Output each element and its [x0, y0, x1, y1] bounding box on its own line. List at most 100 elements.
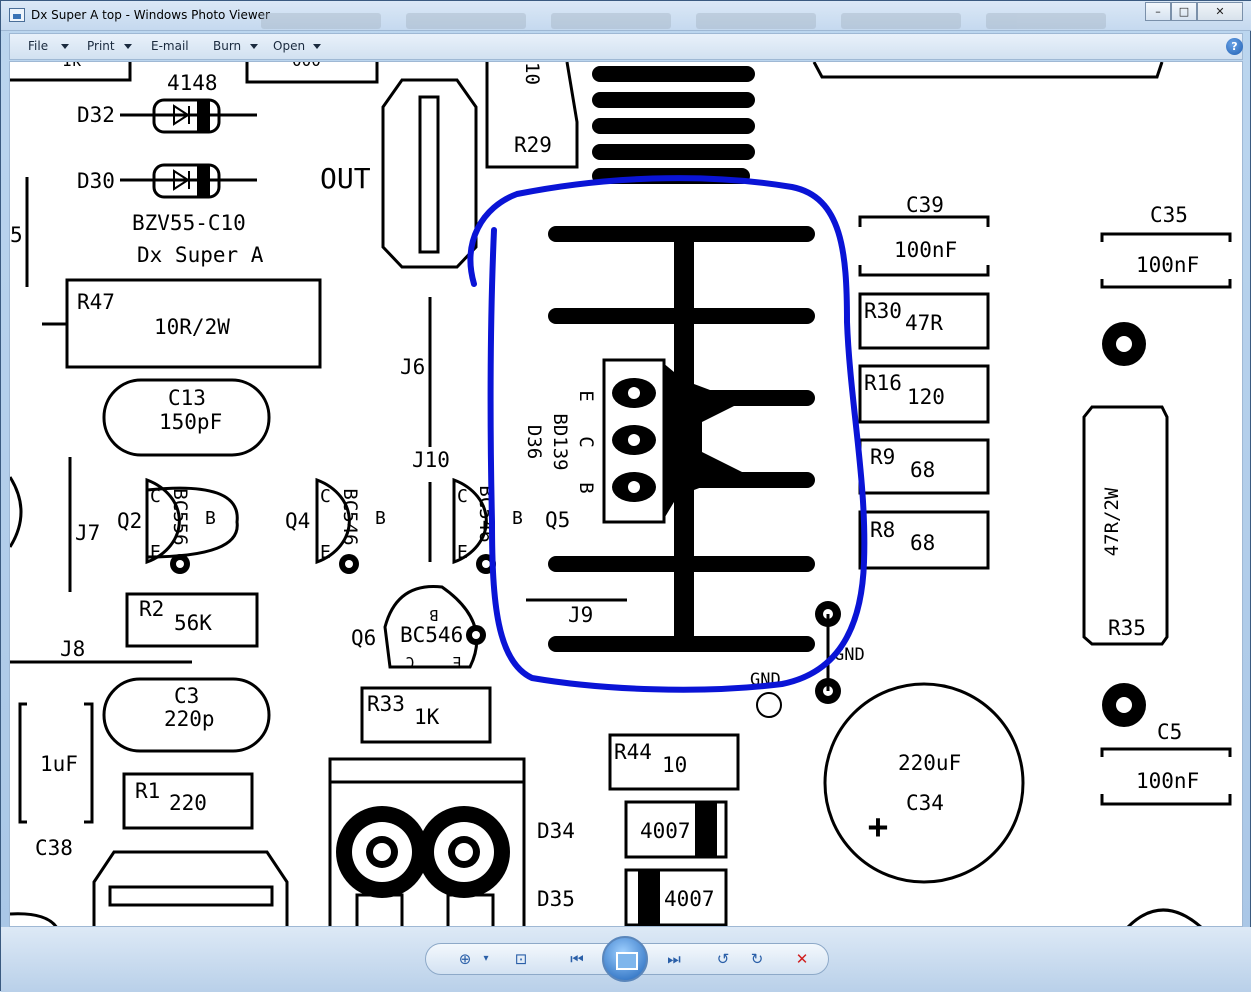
c34-label: C34 — [906, 791, 944, 815]
bottom-toolbar: ⊕ ▾ ⊡ ⏮ ⏭ ↺ ↻ ✕ — [1, 927, 1251, 992]
menu-file[interactable]: File — [28, 39, 49, 53]
d34-label: D34 — [537, 819, 575, 843]
r8-value: 68 — [910, 531, 935, 555]
q6-label: Q6 — [351, 626, 376, 650]
help-icon[interactable]: ? — [1226, 38, 1243, 55]
c35-label: C35 — [1150, 203, 1188, 227]
q5-label: Q5 — [545, 508, 570, 532]
d36-label: D36 — [523, 425, 545, 459]
r33-value: 1K — [414, 705, 440, 729]
c39-value: 100nF — [894, 238, 957, 262]
q6-pin-e: E — [452, 653, 461, 671]
c13-value: 150pF — [159, 410, 222, 434]
r35-label: R35 — [1108, 616, 1146, 640]
r16-value: 120 — [907, 385, 945, 409]
r1-label: R1 — [135, 779, 160, 803]
q2-pin-e: E — [150, 542, 161, 563]
q2-label: Q2 — [117, 509, 142, 533]
j8-label: J8 — [60, 637, 85, 661]
pcb-image: + 1k 000 4148 D32 D30 OUT R29 BZV55-C10 … — [10, 62, 1232, 926]
c38-value: 1uF — [40, 752, 78, 776]
bd139-pin-c: C — [575, 436, 597, 447]
q6-type: BC546 — [400, 623, 463, 647]
q5-pin-e: E — [457, 542, 468, 563]
maximize-button[interactable]: □ — [1171, 2, 1197, 21]
zoom-icon[interactable]: ⊕ — [458, 950, 472, 968]
c35-value: 100nF — [1136, 253, 1199, 277]
r33-label: R33 — [367, 692, 405, 716]
title-bar[interactable]: Dx Super A top - Windows Photo Viewer – … — [1, 1, 1251, 31]
c3-value: 220p — [164, 707, 215, 731]
q2-type: BC556 — [169, 488, 191, 545]
previous-icon[interactable]: ⏮ — [570, 950, 584, 968]
d30-label: D30 — [77, 169, 115, 193]
frag-top-1k: 1k — [62, 62, 82, 70]
image-viewport[interactable]: + 1k 000 4148 D32 D30 OUT R29 BZV55-C10 … — [9, 61, 1243, 927]
menu-open[interactable]: Open — [273, 39, 306, 53]
q4-pin-b: B — [375, 508, 386, 529]
frag-top-000: 000 — [292, 62, 321, 70]
r16-label: R16 — [864, 371, 902, 395]
r30-label: R30 — [864, 299, 902, 323]
r44-value: 10 — [662, 753, 687, 777]
next-icon[interactable]: ⏭ — [667, 950, 681, 968]
delete-icon[interactable]: ✕ — [795, 950, 809, 968]
c5-value: 100nF — [1136, 769, 1199, 793]
j9-label: J9 — [568, 603, 593, 627]
background-taskbar-ghosts — [261, 13, 1131, 29]
d34-value: 4007 — [640, 819, 691, 843]
r1-value: 220 — [169, 791, 207, 815]
c5-label: C5 — [1157, 720, 1182, 744]
q5-pin-c: C — [457, 486, 468, 507]
frag-5: 5 — [10, 223, 23, 247]
slideshow-button[interactable] — [602, 936, 648, 982]
r8-label: R8 — [870, 518, 895, 542]
bd139-pin-b: B — [575, 482, 597, 493]
open-chevron-down-icon[interactable] — [313, 44, 321, 49]
r9-label: R9 — [870, 445, 895, 469]
bd139-pin-e: E — [575, 390, 597, 401]
j7-label: J7 — [75, 521, 100, 545]
q4-label: Q4 — [285, 509, 310, 533]
close-button[interactable]: ✕ — [1197, 2, 1243, 21]
bd139-label: BD139 — [549, 413, 571, 470]
q6-pin-b: B — [429, 606, 438, 624]
d32-label: D32 — [77, 103, 115, 127]
r2-value: 56K — [174, 611, 212, 635]
q6-pin-c: C — [405, 653, 414, 671]
print-chevron-down-icon[interactable] — [124, 44, 132, 49]
menu-burn[interactable]: Burn — [213, 39, 242, 53]
c39-label: C39 — [906, 193, 944, 217]
zoom-chevron-down-icon[interactable]: ▾ — [483, 953, 489, 964]
highlight-circle — [467, 175, 868, 693]
frag-r29-value: 10 — [521, 62, 543, 85]
rotate-right-icon[interactable]: ↻ — [750, 950, 764, 968]
rotate-left-icon[interactable]: ↺ — [716, 950, 730, 968]
q4-pin-e: E — [320, 542, 331, 563]
q5-pin-b: B — [512, 508, 523, 529]
c38-label: C38 — [35, 836, 73, 860]
c13-label: C13 — [168, 386, 206, 410]
actual-size-icon[interactable]: ⊡ — [514, 950, 528, 968]
j10-label: J10 — [412, 448, 450, 472]
q4-type: BC546 — [339, 488, 361, 545]
r2-label: R2 — [139, 597, 164, 621]
d35-value: 4007 — [664, 887, 715, 911]
dx-super-label: Dx Super A — [137, 243, 264, 267]
c34-value: 220uF — [898, 751, 961, 775]
r9-value: 68 — [910, 458, 935, 482]
bzv-label: BZV55-C10 — [132, 211, 246, 235]
file-chevron-down-icon[interactable] — [61, 44, 69, 49]
r29-label: R29 — [514, 133, 552, 157]
r47-value: 10R/2W — [154, 315, 230, 339]
r47-label: R47 — [77, 290, 115, 314]
r35-value: 47R/2W — [1101, 487, 1123, 556]
menu-print[interactable]: Print — [87, 39, 115, 53]
window-title: Dx Super A top - Windows Photo Viewer — [31, 8, 270, 22]
menu-email[interactable]: E-mail — [151, 39, 189, 53]
j6-label: J6 — [400, 355, 425, 379]
r30-value: 47R — [905, 311, 943, 335]
minimize-button[interactable]: – — [1145, 2, 1171, 21]
burn-chevron-down-icon[interactable] — [250, 44, 258, 49]
app-icon — [9, 8, 25, 22]
